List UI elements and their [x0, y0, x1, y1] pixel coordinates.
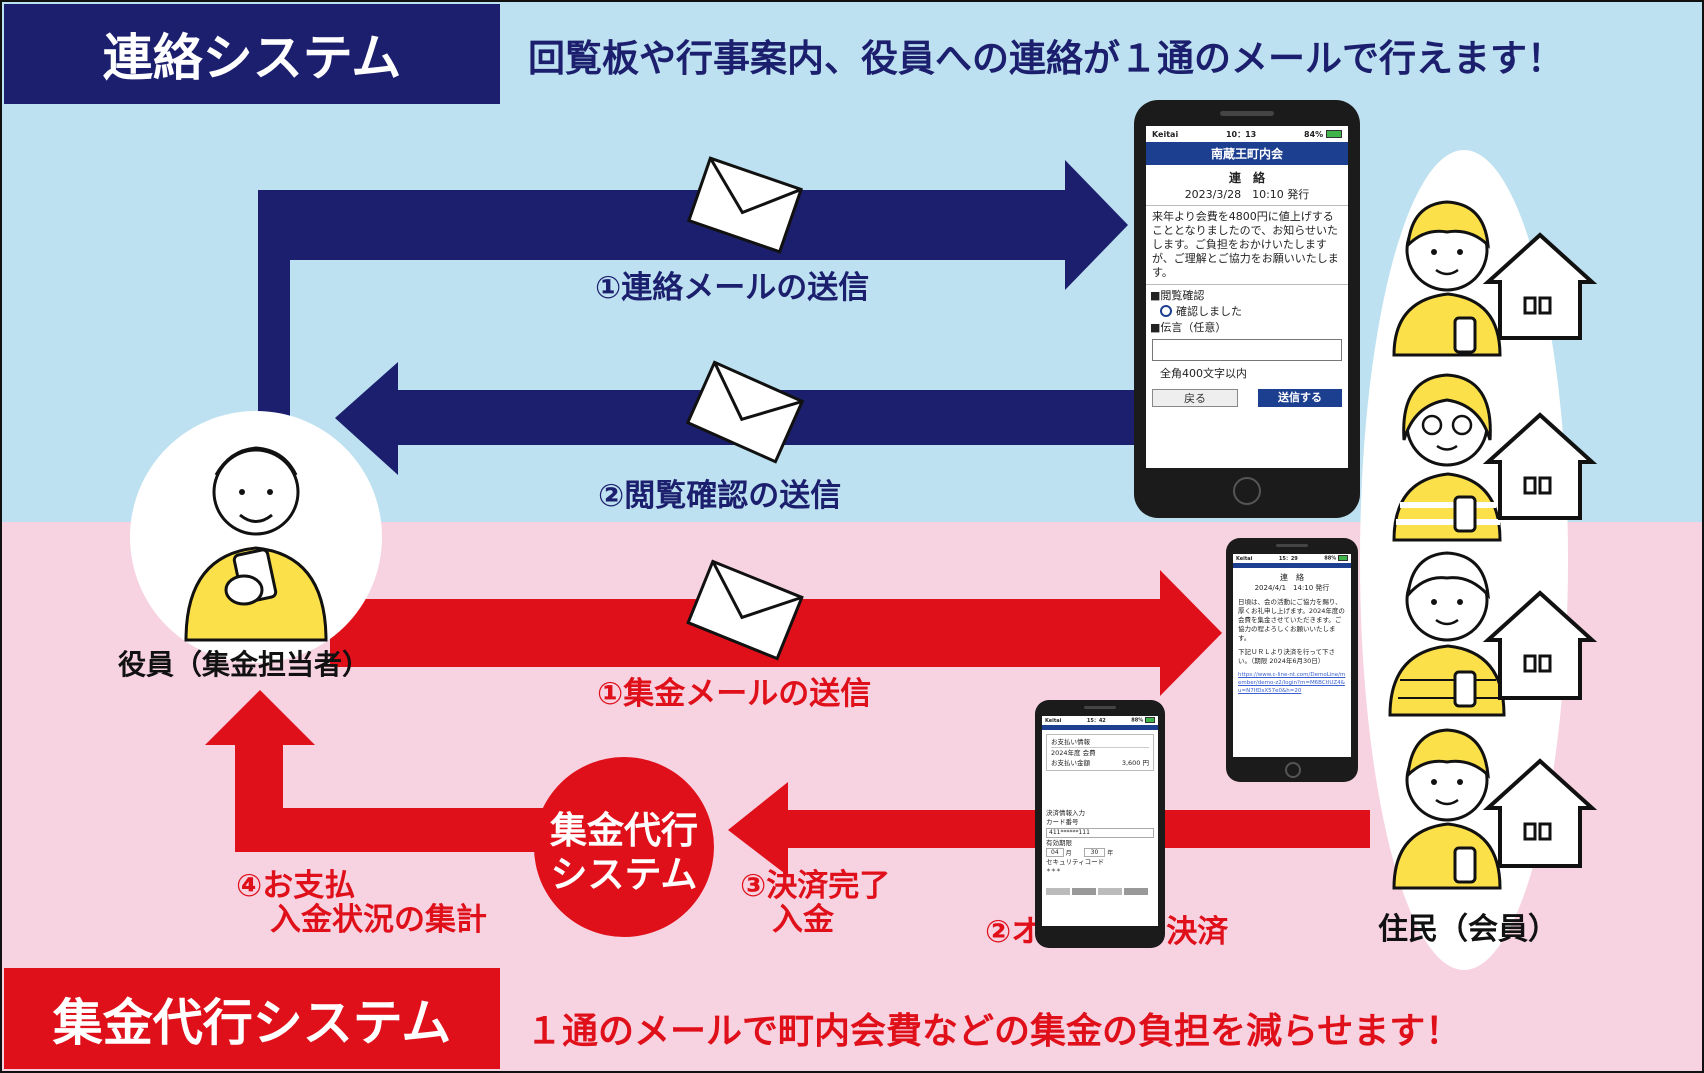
hub-label-line2: システム — [550, 853, 698, 896]
read-confirm-label: ②閲覧確認の送信 — [598, 478, 842, 514]
expiry-row: 04 月 30 年 — [1042, 848, 1158, 857]
envelope-icon — [685, 360, 805, 464]
read-confirm-heading: ■閲覧確認 — [1146, 284, 1348, 303]
contact-system-tagline: 回覧板や行事案内、役員への連絡が１通のメールで行えます！ — [528, 37, 1564, 80]
expiry-month-input[interactable]: 04 — [1046, 848, 1064, 857]
payment-link[interactable]: https://www.c-line-nt.com/DemoLine/membe… — [1238, 672, 1346, 694]
card-heading: 決済情報入力 — [1046, 809, 1085, 817]
home-button — [1285, 762, 1301, 778]
phone-speaker — [1084, 706, 1116, 709]
message-date: 2024/4/1 14:10 発行 — [1254, 584, 1330, 592]
hub-label-line1: 集金代行 — [550, 809, 698, 852]
contact-send-label: ①連絡メールの送信 — [595, 270, 870, 306]
status-bar: Keitai 15：42 88% — [1042, 716, 1158, 725]
payment-deposit-label: 入金 — [772, 902, 834, 938]
phone-speaker — [1220, 111, 1274, 116]
clock-label: 15：29 — [1278, 556, 1298, 562]
payment-complete-label: ③決済完了 — [740, 868, 891, 904]
message-body: 来年より会費を4800円に値上げすることとなりましたので、お知らせいたします。ご… — [1146, 205, 1348, 284]
payment-phone: Keitai 15：42 88% お支払い情報 2024年度 会費 お支払い金額… — [1035, 700, 1165, 948]
amount-value: 3,600 円 — [1121, 759, 1149, 767]
collection-system-tagline: １通のメールで町内会費などの集金の負担を減らせます！ — [526, 1011, 1462, 1052]
contact-send-arrow — [258, 160, 1128, 418]
battery-indicator: 84% — [1304, 130, 1342, 139]
collection-system-title: 集金代行システム — [4, 968, 500, 1069]
resident-avatar — [1392, 200, 1502, 357]
status-bar: Keitai 15：29 88% — [1233, 554, 1351, 563]
officer-label: 役員（集金担当者） — [118, 648, 371, 681]
message-input[interactable] — [1152, 339, 1342, 361]
phone-screen: Keitai 10：13 84% 南蔵王町内会 連 絡 2023/3/28 10… — [1146, 126, 1348, 468]
resident-avatar — [1392, 373, 1502, 542]
clock-label: 15：42 — [1086, 718, 1106, 724]
phone-screen: Keitai 15：29 88% 連 絡 2024/4/1 14:10 発行 日… — [1233, 554, 1351, 757]
message-limit-note: 全角400文字以内 — [1160, 367, 1247, 380]
envelope-icon — [686, 559, 804, 661]
expiry-year-unit: 年 — [1107, 850, 1114, 857]
payment-info-heading: お支払い情報 — [1051, 737, 1149, 748]
tally-label-line2: 入金状況の集計 — [270, 902, 487, 938]
house-icon — [1482, 758, 1598, 868]
cvc-label: セキュリティコード — [1046, 858, 1105, 866]
tally-label-line1: ④お支払 — [236, 868, 356, 904]
house-icon — [1482, 412, 1598, 520]
house-icon — [1482, 590, 1598, 700]
message-heading: ■伝言（任意） — [1150, 321, 1227, 334]
message-body: 日頃は、会の活動にご協力を賜り、厚くお礼申し上げます。2024年度の会費を集金さ… — [1238, 598, 1345, 642]
clock-label: 10：13 — [1225, 129, 1257, 139]
message-date: 2023/3/28 10:10 発行 — [1184, 188, 1310, 201]
message-subject: 連 絡 — [1228, 171, 1265, 185]
expiry-month-unit: 月 — [1065, 850, 1072, 857]
carrier-label: Keitai — [1152, 129, 1179, 139]
amount-label: お支払い金額 — [1051, 759, 1090, 767]
expiry-label: 有効期限 — [1046, 839, 1072, 847]
phone-speaker — [1276, 544, 1308, 547]
expiry-year-input[interactable]: 30 — [1083, 848, 1106, 857]
card-number-input[interactable]: 411******111 — [1046, 828, 1154, 838]
contact-system-title: 連絡システム — [4, 4, 500, 104]
house-icon — [1482, 232, 1598, 340]
send-button[interactable]: 送信する — [1258, 389, 1342, 407]
back-button[interactable]: 戻る — [1152, 389, 1238, 407]
contact-phone: Keitai 10：13 84% 南蔵王町内会 連 絡 2023/3/28 10… — [1134, 100, 1360, 518]
fee-name: 2024年度 会費 — [1051, 749, 1096, 757]
cvc-input[interactable]: ＊＊＊ — [1046, 868, 1062, 874]
radio-icon[interactable] — [1160, 305, 1172, 317]
battery-indicator: 88% — [1324, 555, 1348, 562]
carrier-label: Keitai — [1236, 555, 1253, 562]
header-strip — [1042, 725, 1158, 730]
message-subject: 連 絡 — [1280, 573, 1304, 582]
header-strip — [1233, 563, 1351, 568]
home-button — [1233, 477, 1261, 505]
payment-instruction: 下記ＵＲＬより決済を行って下さい。（期限 2024年6月30日） — [1238, 648, 1336, 665]
payment-info-box: お支払い情報 2024年度 会費 お支払い金額 3,600 円 — [1046, 734, 1154, 771]
officer-avatar — [184, 446, 328, 642]
residents-label: 住民（会員） — [1378, 912, 1558, 947]
resident-avatar — [1392, 728, 1502, 890]
card-number-label: カード番号 — [1046, 818, 1079, 826]
read-confirm-option[interactable]: 確認しました — [1146, 303, 1348, 319]
collection-hub-circle — [534, 757, 714, 937]
status-bar: Keitai 10：13 84% — [1146, 126, 1348, 142]
tally-arrow — [205, 690, 545, 852]
envelope-icon — [686, 156, 804, 254]
card-brand-strip — [1042, 874, 1158, 895]
carrier-label: Keitai — [1045, 717, 1062, 724]
phone-screen: Keitai 15：42 88% お支払い情報 2024年度 会費 お支払い金額… — [1042, 716, 1158, 926]
battery-indicator: 88% — [1131, 717, 1155, 724]
collection-phone: Keitai 15：29 88% 連 絡 2024/4/1 14:10 発行 日… — [1226, 538, 1358, 782]
org-header: 南蔵王町内会 — [1146, 142, 1348, 165]
collection-send-label: ①集金メールの送信 — [597, 676, 872, 712]
resident-avatar — [1388, 551, 1506, 717]
